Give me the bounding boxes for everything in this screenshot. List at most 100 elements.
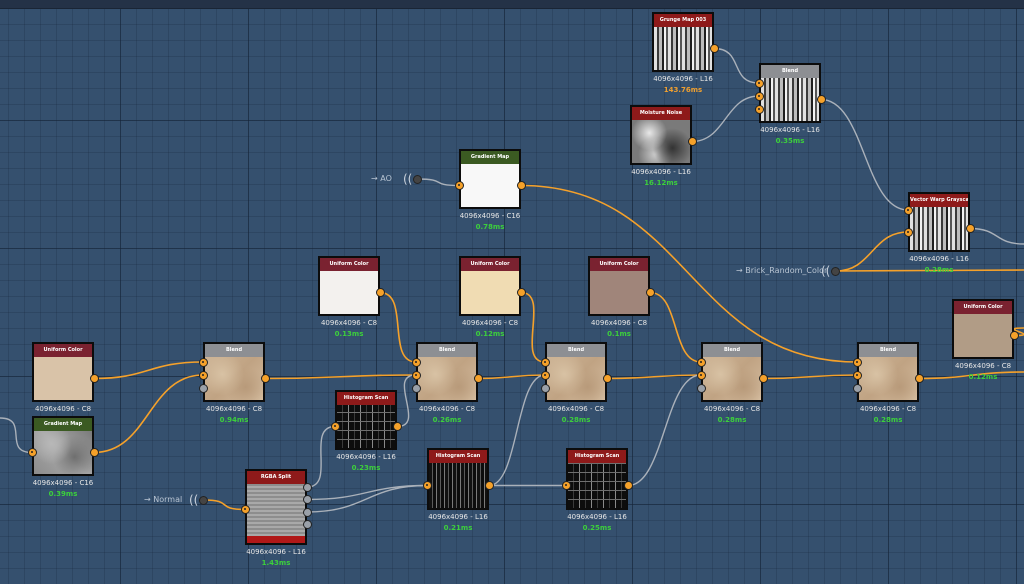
node-output-port[interactable] [816,95,826,104]
node-input-port[interactable] [198,383,208,393]
node-compute-time: 0.28ms [873,416,903,424]
node-input-port[interactable] [411,370,421,380]
node-input-port[interactable] [852,383,862,393]
node-resolution: 4096x4096 - C16 [459,212,521,220]
connection-wire [203,499,246,511]
node-footer-bar [247,536,305,543]
graph-node[interactable]: Blend [759,63,821,123]
node-output-port[interactable] [687,137,697,146]
node-output-port[interactable] [260,374,270,383]
node-compute-time: 0.35ms [775,137,805,145]
graph-node[interactable]: Gradient Map [32,416,94,476]
node-input-port[interactable] [540,370,550,380]
node-compute-time: 0.94ms [219,416,249,424]
node-output-port[interactable] [623,481,633,490]
node-output-port[interactable] [302,482,312,492]
node-output-port[interactable] [473,374,483,383]
node-output-port[interactable] [392,422,402,431]
node-output-port[interactable] [1009,331,1019,340]
node-output-port[interactable] [758,374,768,383]
graph-node[interactable]: Grunge Map 003 [652,12,714,72]
node-output-port[interactable] [914,374,924,383]
node-title: Uniform Color [320,258,378,271]
node-output-port[interactable] [965,224,975,233]
node-input-port[interactable] [454,181,464,190]
node-output-port[interactable] [709,44,719,53]
node-title: Uniform Color [34,344,92,357]
node-output-port[interactable] [302,507,312,517]
graph-node[interactable]: Blend [857,342,919,402]
node-input-port[interactable] [754,78,764,88]
node-output-port[interactable] [302,495,312,504]
node-title: Uniform Color [590,258,648,271]
graph-node[interactable]: Blend [203,342,265,402]
connection-wire [835,269,1024,272]
graph-node[interactable]: Blend [701,342,763,402]
node-thumbnail [568,463,626,508]
graph-input-port[interactable] [831,267,840,276]
node-input-port[interactable] [540,357,550,367]
node-thumbnail [461,164,519,207]
node-resolution: 4096x4096 - C8 [954,362,1012,370]
node-title: Histogram Scan [568,450,626,463]
node-output-port[interactable] [302,520,312,529]
graph-node[interactable]: Uniform Color [318,256,380,316]
node-output-port[interactable] [89,448,99,457]
node-compute-time: 0.21ms [443,524,473,532]
graph-node[interactable]: Histogram Scan [427,448,489,510]
node-input-port[interactable] [561,481,571,490]
graph-node[interactable]: Blend [545,342,607,402]
node-thumbnail [418,357,476,400]
node-input-port[interactable] [411,383,421,393]
graph-node[interactable]: RGBA Split [245,469,307,545]
node-input-port[interactable] [852,370,862,380]
node-output-port[interactable] [602,374,612,383]
graph-node[interactable]: Histogram Scan [566,448,628,510]
node-thumbnail [859,357,917,400]
node-input-port[interactable] [754,91,764,101]
graph-node[interactable]: Moisture Noise [630,105,692,165]
node-thumbnail [34,357,92,400]
node-input-port[interactable] [240,505,250,514]
node-resolution: 4096x4096 - C8 [418,405,476,413]
graph-node[interactable]: Gradient Map [459,149,521,209]
graph-node[interactable]: Blend [416,342,478,402]
node-title: Vector Warp Grayscale [910,194,968,207]
node-input-port[interactable] [903,227,913,237]
node-resolution: 4096x4096 - C16 [32,479,94,487]
graph-node[interactable]: Uniform Color [952,299,1014,359]
node-input-port[interactable] [540,383,550,393]
node-output-port[interactable] [645,288,655,297]
node-output-port[interactable] [516,288,526,297]
node-input-port[interactable] [198,357,208,367]
node-input-port[interactable] [903,205,913,215]
node-input-port[interactable] [330,422,340,431]
node-input-port[interactable] [852,357,862,367]
graph-input-port[interactable] [413,175,422,184]
node-thumbnail [320,271,378,314]
graph-node[interactable]: Uniform Color [32,342,94,402]
graph-node[interactable]: Histogram Scan [335,390,397,450]
node-output-port[interactable] [516,181,526,190]
node-thumbnail [461,271,519,314]
input-signal-icon: (( [189,493,199,507]
graph-node[interactable]: Uniform Color [459,256,521,316]
node-compute-time: 0.28ms [924,266,954,274]
graph-node[interactable]: Uniform Color [588,256,650,316]
node-output-port[interactable] [89,374,99,383]
node-input-port[interactable] [411,357,421,367]
node-input-port[interactable] [198,370,208,380]
node-output-port[interactable] [484,481,494,490]
node-output-port[interactable] [375,288,385,297]
node-input-port[interactable] [27,448,37,457]
node-input-port[interactable] [696,357,706,367]
node-title: Blend [703,344,761,357]
graph-input-port[interactable] [199,496,208,505]
connection-wire [1013,327,1024,337]
node-input-port[interactable] [696,383,706,393]
node-input-port[interactable] [754,104,764,114]
graph-node[interactable]: Vector Warp Grayscale [908,192,970,252]
node-input-port[interactable] [422,481,432,490]
node-input-port[interactable] [696,370,706,380]
